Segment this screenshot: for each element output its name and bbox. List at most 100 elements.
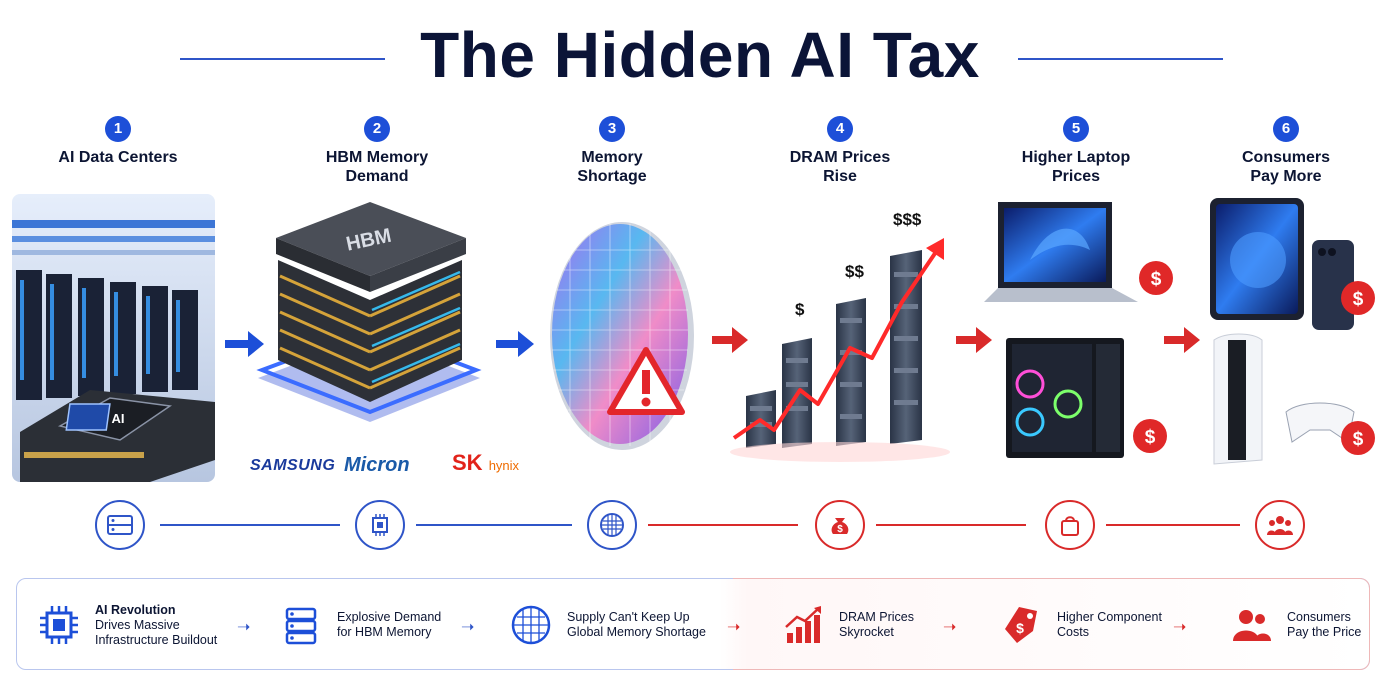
timeline-connector	[1106, 524, 1240, 526]
price-label-3: $$$	[893, 210, 922, 229]
summary-text: Explosive Demand for HBM Memory	[337, 610, 441, 640]
samsung-logo: SAMSUNG	[250, 457, 336, 474]
timeline-connector	[416, 524, 572, 526]
gpu-label: AI	[112, 411, 125, 426]
timeline-connector	[160, 524, 340, 526]
chip-icon	[372, 514, 388, 536]
step-number: 2	[364, 116, 390, 142]
sk-hynix-logo: SK hynix	[452, 450, 519, 476]
price-up-icon: $	[1341, 281, 1375, 315]
silicon-wafer-image	[550, 222, 694, 450]
summary-item-component-costs: $ Higher Component Costs	[999, 579, 1162, 671]
timeline-connector	[876, 524, 1026, 526]
step-label: Higher Laptop Prices	[1021, 149, 1131, 185]
timeline-connector	[648, 524, 798, 526]
summary-item-hbm-demand: Explosive Demand for HBM Memory	[279, 579, 441, 671]
summary-line: AI Revolution	[95, 602, 176, 617]
bar-chart-icon	[785, 606, 821, 643]
timeline: $	[0, 500, 1400, 550]
people-icon	[1267, 516, 1293, 535]
title-divider-left	[180, 58, 385, 60]
svg-text:$: $	[1353, 289, 1364, 310]
sk-logo-text: SK	[452, 450, 483, 475]
wafer-icon	[600, 513, 624, 537]
step-2: 2 HBM Memory Demand	[277, 116, 477, 186]
micron-logo: Micron	[344, 454, 410, 476]
step-label: AI Data Centers	[58, 149, 178, 166]
summary-line: Costs	[1057, 625, 1089, 639]
summary-line: Consumers	[1287, 610, 1351, 624]
step-number: 5	[1063, 116, 1089, 142]
tablet-image	[1210, 198, 1304, 320]
timeline-node-people	[1255, 500, 1305, 550]
people-icon	[1233, 610, 1271, 641]
flow-arrow-icon	[1164, 327, 1200, 353]
summary-text: Consumers Pay the Price	[1287, 610, 1361, 640]
timeline-node-money: $	[815, 500, 865, 550]
step-3: 3 Memory Shortage	[512, 116, 712, 186]
wafer-icon	[511, 605, 551, 645]
step-label: HBM Memory Demand	[325, 149, 429, 185]
summary-arrow-icon: ➝	[727, 619, 741, 636]
summary-item-ai-revolution: AI Revolution Drives Massive Infrastruct…	[37, 579, 217, 671]
summary-line: Pay the Price	[1287, 625, 1362, 639]
svg-text:$: $	[1016, 620, 1024, 636]
timeline-node-wafer	[587, 500, 637, 550]
scene-svg: AI	[12, 194, 1375, 482]
step-number: 6	[1273, 116, 1299, 142]
illustration-scene: AI	[0, 190, 1400, 490]
summary-item-consumers: Consumers Pay the Price	[1229, 579, 1361, 671]
svg-text:$: $	[1353, 429, 1364, 450]
summary-line: Infrastructure Buildout	[95, 632, 218, 647]
data-center-image: AI	[12, 194, 215, 482]
summary-text: Higher Component Costs	[1057, 610, 1162, 640]
step-label: DRAM Prices Rise	[789, 149, 891, 185]
summary-line: Global Memory Shortage	[567, 625, 706, 639]
step-1: 1 AI Data Centers	[18, 116, 218, 167]
summary-text: AI Revolution Drives Massive Infrastruct…	[95, 603, 217, 648]
summary-arrow-icon: ➝	[237, 619, 251, 636]
title-area: The Hidden AI Tax	[0, 18, 1400, 98]
summary-text: Supply Can't Keep Up Global Memory Short…	[567, 610, 706, 640]
timeline-node-server	[95, 500, 145, 550]
step-label: Memory Shortage	[577, 149, 647, 185]
price-up-icon: $	[1139, 261, 1173, 295]
summary-line: Drives Massive	[95, 617, 180, 632]
summary-line: Higher Component	[1057, 610, 1162, 624]
step-4: 4 DRAM Prices Rise	[740, 116, 940, 186]
summary-text: DRAM Prices Skyrocket	[839, 610, 914, 640]
summary-bar: AI Revolution Drives Massive Infrastruct…	[16, 578, 1370, 670]
flow-arrow-icon	[712, 327, 748, 353]
price-label-2: $$	[845, 262, 864, 281]
summary-arrow-icon: ➝	[1173, 619, 1187, 636]
title-divider-right	[1018, 58, 1223, 60]
svg-text:$: $	[837, 524, 843, 535]
svg-text:$: $	[1145, 427, 1156, 448]
hynix-logo-text: hynix	[488, 458, 520, 473]
server-icon	[107, 515, 133, 535]
summary-item-dram-prices: DRAM Prices Skyrocket	[781, 579, 914, 671]
step-number: 4	[827, 116, 853, 142]
summary-line: Explosive Demand	[337, 610, 442, 624]
flow-arrow-icon	[496, 331, 534, 357]
price-label-1: $	[795, 300, 805, 319]
flow-arrow-icon	[956, 327, 992, 353]
money-bag-icon: $	[831, 518, 849, 535]
timeline-node-shopping	[1045, 500, 1095, 550]
summary-arrow-icon: ➝	[461, 619, 475, 636]
summary-line: for HBM Memory	[337, 625, 432, 639]
hbm-stack-image: HBM	[256, 202, 482, 422]
price-up-icon: $	[1341, 421, 1375, 455]
step-6: 6 Consumers Pay More	[1186, 116, 1386, 186]
svg-text:$: $	[1151, 269, 1162, 290]
price-up-icon: $	[1133, 419, 1167, 453]
summary-item-shortage: Supply Can't Keep Up Global Memory Short…	[509, 579, 706, 671]
summary-line: Skyrocket	[839, 625, 894, 639]
shopping-bag-icon	[1061, 516, 1079, 536]
summary-line: DRAM Prices	[839, 610, 915, 624]
game-console-image	[1213, 333, 1355, 465]
summary-line: Supply Can't Keep Up	[567, 610, 690, 624]
step-5: 5 Higher Laptop Prices	[976, 116, 1176, 186]
gaming-pc-image	[1006, 338, 1124, 458]
chip-icon	[40, 606, 78, 644]
